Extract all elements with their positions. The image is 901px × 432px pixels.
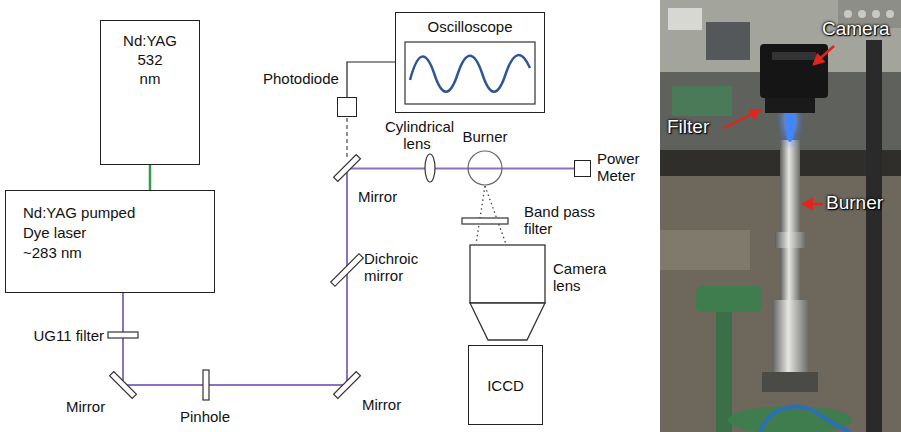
collection-ray	[485, 186, 506, 244]
callout-arrow	[724, 110, 760, 128]
node-text: Photodiode	[263, 70, 333, 87]
node-text: Oscilloscope	[427, 17, 512, 36]
label-anchor: Cylindrical lens	[385, 118, 449, 152]
component-label: Mirror	[362, 396, 422, 413]
cylindrical-lens-symbol	[425, 154, 435, 182]
node-text: ICCD	[487, 376, 524, 395]
label-anchor: Dichroic mirror	[364, 250, 434, 284]
label-anchor: UG11 filter	[20, 327, 104, 344]
mirror-symbol	[334, 372, 361, 399]
mirror-symbol	[110, 372, 137, 399]
callout-arrow	[814, 46, 834, 64]
power-meter-box: Power Meter	[574, 160, 591, 177]
label-anchor: Camera lens	[553, 260, 613, 294]
pump-beam	[149, 165, 152, 190]
camera-lens-symbol	[470, 245, 545, 303]
node-text: Nd:YAG 532 nm	[123, 31, 177, 88]
component-label: Pinhole	[180, 408, 240, 425]
photo-callout: Burner	[826, 192, 898, 214]
node-text: Nd:YAG pumped Dye laser ~283 nm	[23, 203, 135, 263]
component-label: Burner	[455, 128, 515, 145]
lab-photo	[660, 0, 901, 432]
band-pass-filter-symbol	[462, 218, 508, 224]
dichroic-mirror-symbol	[331, 254, 364, 287]
camera-lens-symbol	[470, 303, 545, 340]
oscilloscope-box: Oscilloscope	[395, 12, 545, 113]
oscilloscope-screen	[405, 42, 535, 104]
label-anchor: Burner	[455, 128, 515, 145]
component-label: Mirror	[66, 398, 126, 415]
component-label: Cylindrical lens	[385, 118, 449, 152]
component-label: Dichroic mirror	[364, 250, 434, 284]
collection-ray	[476, 186, 485, 244]
label-anchor: Camera	[822, 18, 898, 40]
camera-box: ICCD	[468, 345, 543, 425]
component-label: UG11 filter	[20, 327, 104, 344]
label-anchor: Pinhole	[180, 408, 240, 425]
dye-laser-box: Nd:YAG pumped Dye laser ~283 nm	[5, 190, 215, 293]
leak-beam	[346, 118, 347, 160]
signal-trace	[410, 55, 530, 92]
node-text: Power Meter	[597, 150, 647, 184]
label-anchor: Filter	[667, 116, 727, 138]
component-label: Band pass filter	[524, 203, 604, 237]
component-label: Mirror	[358, 188, 418, 205]
callout-arrow	[803, 203, 823, 206]
photodiode-box: Photodiode	[337, 97, 357, 117]
label-anchor: Mirror	[66, 398, 126, 415]
laser-box: Nd:YAG 532 nm	[100, 20, 200, 165]
mirror-symbol	[334, 155, 361, 182]
label-anchor: Band pass filter	[524, 203, 604, 237]
pinhole-symbol	[203, 370, 209, 400]
label-anchor: Mirror	[358, 188, 418, 205]
photo-callout: Camera	[822, 18, 898, 40]
ug11-filter	[108, 332, 138, 338]
label-anchor: Mirror	[362, 396, 422, 413]
label-anchor: Burner	[826, 192, 898, 214]
signal-wire	[347, 62, 395, 97]
photo-callout: Filter	[667, 116, 727, 138]
component-label: Camera lens	[553, 260, 613, 294]
burner-symbol	[468, 151, 502, 185]
